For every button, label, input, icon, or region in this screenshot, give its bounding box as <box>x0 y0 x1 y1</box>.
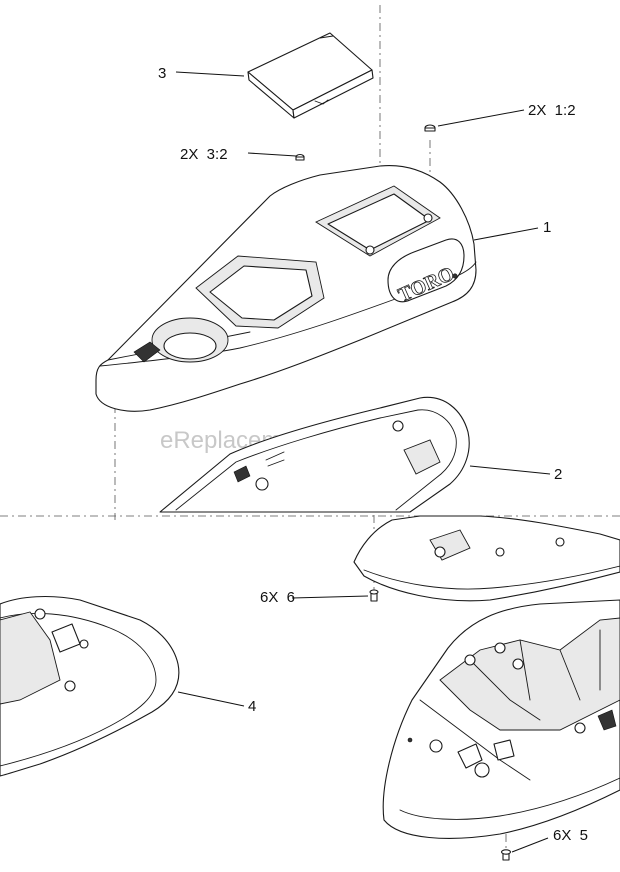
callout-part-3-2: 2X 3:2 <box>180 146 228 163</box>
part-5-lower-base <box>382 599 620 839</box>
part-1-console-cover: TORO <box>95 165 477 412</box>
callout-part-1-2: 2X 1:2 <box>528 102 576 119</box>
callout-part-6: 6X 6 <box>260 589 295 606</box>
part-4-floor-plate <box>0 595 180 777</box>
callout-part-1: 1 <box>543 219 551 236</box>
callout-part-5: 6X 5 <box>553 827 588 844</box>
screw-part-6 <box>369 589 379 602</box>
fastener-3-2 <box>295 153 305 161</box>
callout-part-2: 2 <box>554 466 562 483</box>
callout-part-4: 4 <box>248 698 256 715</box>
screw-part-5 <box>500 849 512 861</box>
part-3-lid <box>247 32 374 119</box>
fastener-1-2 <box>424 124 436 132</box>
leader-lines <box>175 71 551 853</box>
part-2-console-base <box>159 396 620 602</box>
callout-part-3: 3 <box>158 65 166 82</box>
